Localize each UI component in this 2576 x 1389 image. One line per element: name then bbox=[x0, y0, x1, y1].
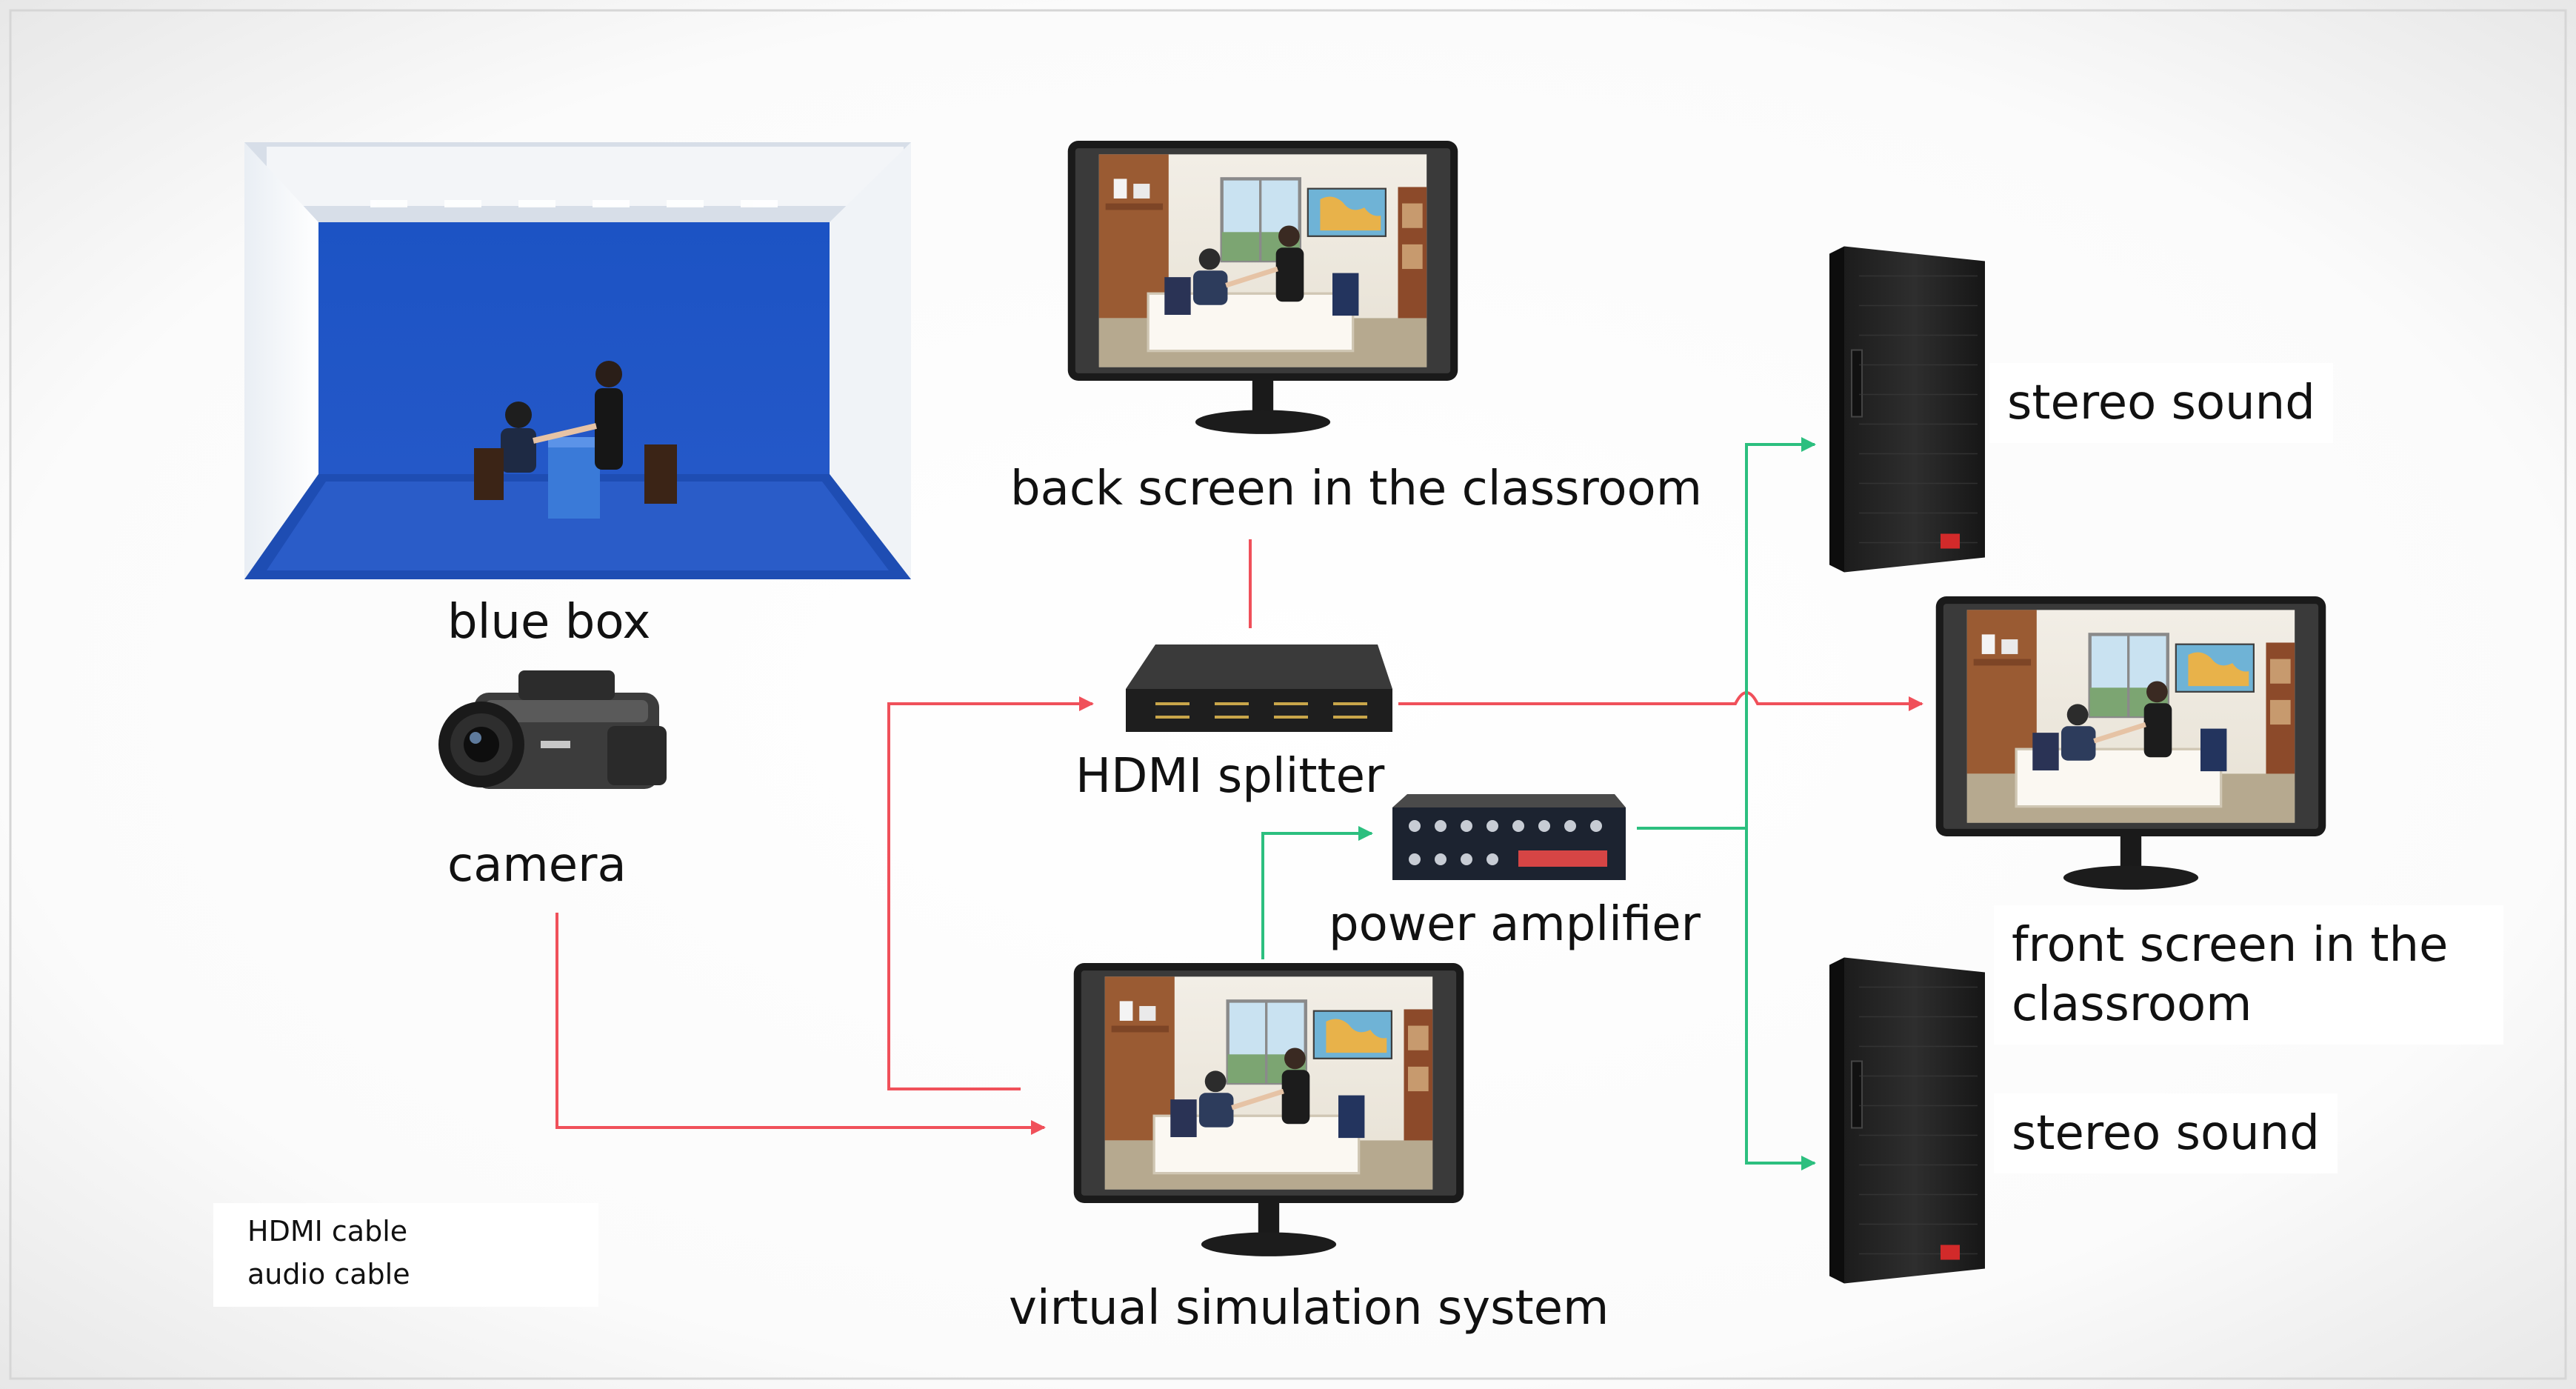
stereo-sound-top-label: stereo sound bbox=[1989, 363, 2333, 443]
front-screen-monitor bbox=[1936, 596, 2326, 890]
legend bbox=[213, 1203, 598, 1307]
audio-cable-to-top-speaker bbox=[1745, 437, 1816, 828]
back-screen-monitor bbox=[1068, 141, 1458, 434]
virtual-simulation-monitor bbox=[1074, 963, 1464, 1256]
back-screen-label: back screen in the classroom bbox=[1010, 462, 1703, 516]
blue-box-image bbox=[244, 142, 911, 579]
hdmi-splitter-image bbox=[1126, 644, 1392, 732]
power-amplifier-label: power amplifier bbox=[1329, 897, 1701, 952]
virtual-simulation-label: virtual simulation system bbox=[1009, 1281, 1609, 1336]
audio-cable-system-to-amplifier bbox=[1261, 826, 1373, 959]
audio-cable-to-bottom-speaker bbox=[1745, 828, 1816, 1170]
speaker-bottom-image bbox=[1829, 956, 1985, 1285]
stereo-sound-bottom-label: stereo sound bbox=[1994, 1093, 2338, 1173]
legend-hdmi-label: HDMI cable bbox=[247, 1215, 408, 1248]
power-amplifier-image bbox=[1392, 794, 1626, 880]
hdmi-cable-splitter-to-front-screen bbox=[1398, 691, 1923, 711]
camera-image bbox=[438, 670, 667, 789]
front-screen-label: front screen in the classroom bbox=[1994, 905, 2503, 1045]
hdmi-cable-system-to-splitter bbox=[887, 696, 1094, 1090]
camera-label: camera bbox=[447, 838, 627, 893]
legend-audio-label: audio cable bbox=[247, 1258, 410, 1290]
blue-box-label: blue box bbox=[447, 595, 651, 650]
speaker-top-image bbox=[1829, 245, 1985, 573]
hdmi-cable-camera-to-system bbox=[555, 913, 1046, 1135]
hdmi-splitter-label: HDMI splitter bbox=[1075, 749, 1385, 804]
